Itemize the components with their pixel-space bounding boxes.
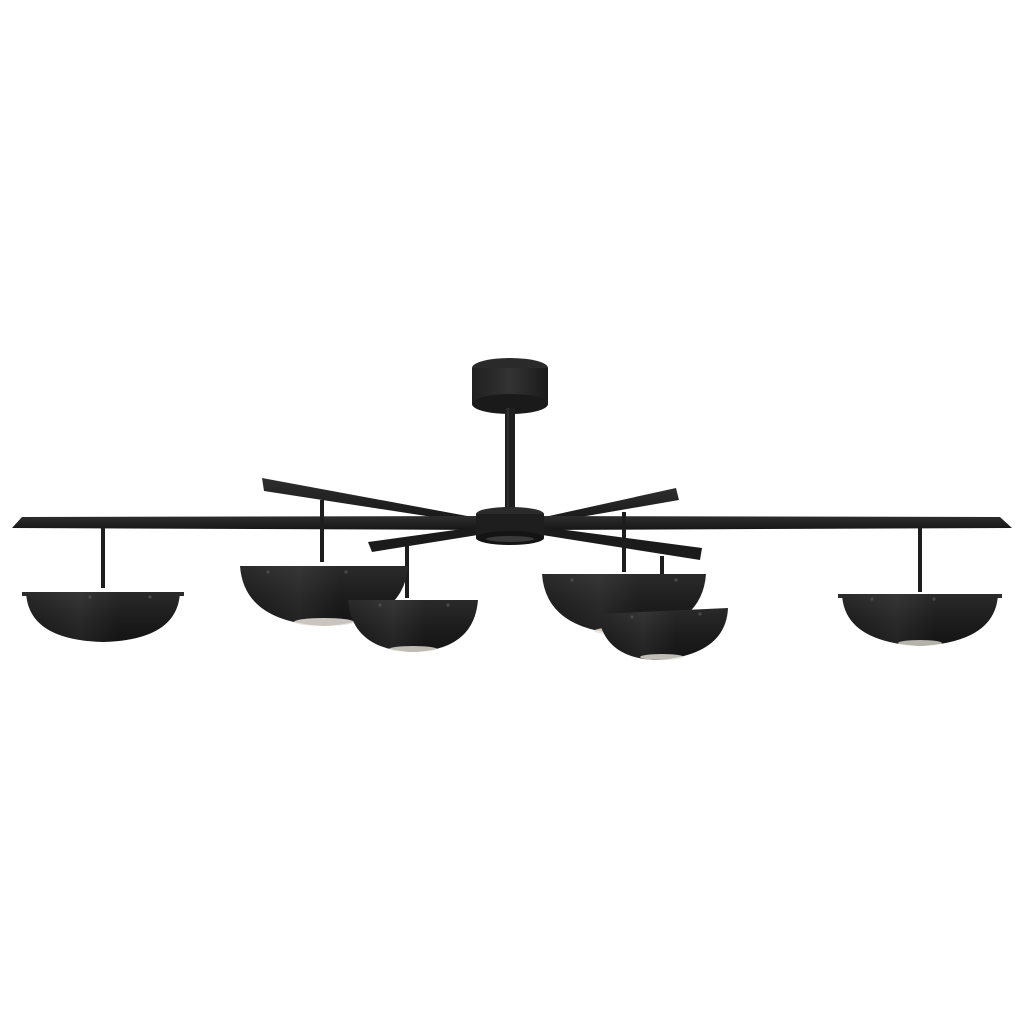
shade-front-right xyxy=(598,608,728,660)
down-rod xyxy=(505,408,515,512)
shade-far-right xyxy=(838,594,1002,646)
arm-back-right xyxy=(540,488,679,524)
arm-front-left xyxy=(368,526,484,552)
arm-back-left xyxy=(262,478,478,524)
arm-front-right xyxy=(536,526,702,560)
arm-long-left xyxy=(12,516,488,530)
ceiling-canopy xyxy=(472,358,548,414)
shade-far-left xyxy=(22,592,184,642)
central-hub xyxy=(476,507,544,545)
arm-long-right xyxy=(532,516,1012,530)
shade-front-left xyxy=(348,600,478,652)
